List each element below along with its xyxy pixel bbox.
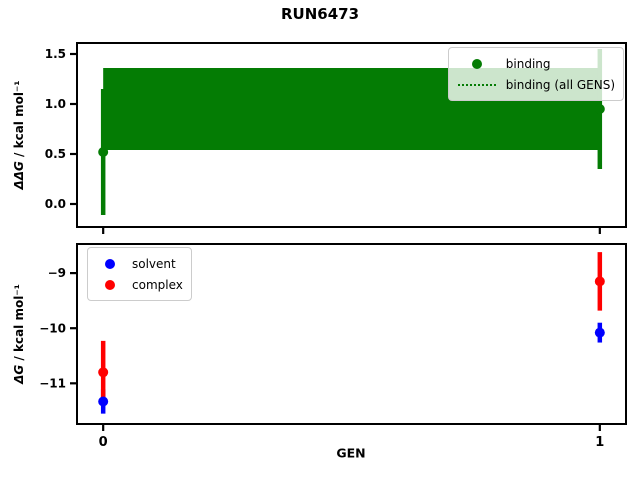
solvent-point	[98, 396, 109, 407]
x-axis-label: GEN	[336, 445, 366, 461]
y-tick-label: −11	[39, 376, 66, 390]
dg-plot-axes: −9 −10 −11 0 1 solvent complex	[39, 243, 627, 450]
dot-marker-icon	[96, 258, 123, 269]
y-tick-label: 0.0	[45, 197, 66, 211]
legend-label-binding-all-gens: binding (all GENS)	[505, 77, 615, 92]
y-tick-label: 1.0	[45, 97, 66, 111]
x-tick-label: 1	[595, 435, 604, 450]
dot-marker-icon	[96, 279, 123, 290]
ddg-legend: binding binding (all GENS)	[447, 47, 624, 101]
legend-label-binding: binding	[505, 56, 551, 71]
binding-point	[98, 147, 109, 157]
complex-point	[594, 276, 605, 287]
x-tick-label: 0	[99, 435, 108, 450]
binding-point	[594, 104, 605, 114]
legend-item-solvent: solvent	[96, 253, 183, 274]
legend-item-binding-all-gens: binding (all GENS)	[457, 74, 615, 95]
legend-label-complex: complex	[132, 277, 183, 292]
ddg-plot-axes: 0.0 0.5 1.0 1.5 binding binding (all GENS)	[45, 42, 627, 234]
y-tick-label: 1.5	[45, 47, 66, 61]
dg-legend: solvent complex	[87, 247, 192, 301]
y-tick-label: 0.5	[45, 147, 66, 161]
legend-item-complex: complex	[96, 274, 183, 295]
figure-title: RUN6473	[280, 5, 360, 23]
dotted-line-marker-icon	[457, 83, 497, 86]
solvent-point	[594, 327, 605, 338]
dot-marker-icon	[457, 58, 497, 69]
dg-y-axis-label: ΔG / kcal mol⁻¹	[12, 284, 26, 384]
dg-plot-area: −9 −10 −11 0 1	[39, 252, 605, 450]
complex-point	[98, 367, 109, 378]
y-tick-label: −9	[48, 266, 66, 280]
legend-label-solvent: solvent	[132, 256, 176, 271]
ddg-y-axis-label: ΔΔG / kcal mol⁻¹	[12, 80, 26, 190]
y-tick-label: −10	[39, 321, 66, 335]
legend-item-binding: binding	[457, 53, 615, 74]
